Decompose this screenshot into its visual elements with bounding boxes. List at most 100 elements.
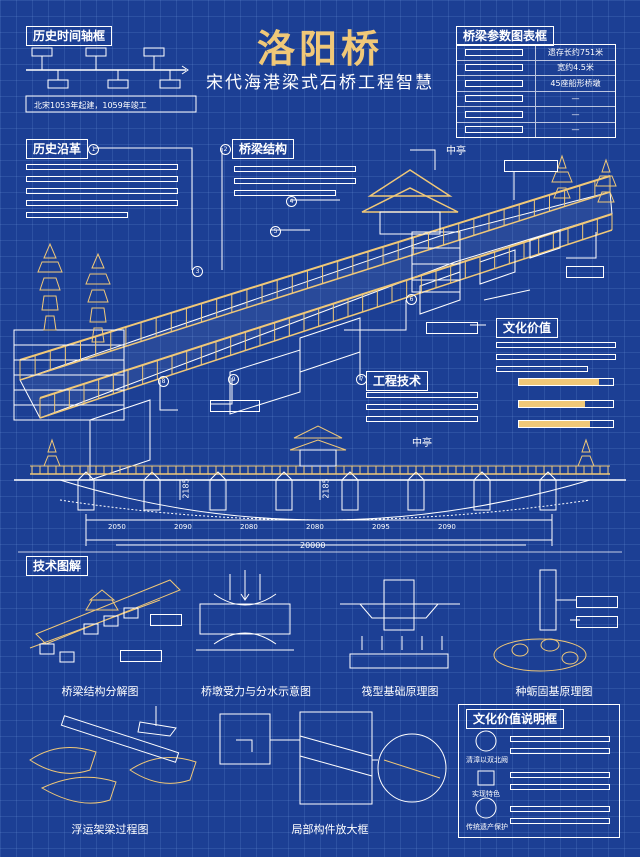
params-row: — — [457, 122, 615, 137]
engineering-line — [366, 404, 478, 410]
elevation-pier — [143, 479, 161, 511]
callout-number: 7 — [356, 374, 367, 385]
engineering-header: 工程技术 — [366, 371, 429, 391]
params-cell: 宽约4.5米 — [557, 63, 594, 73]
callout-number: 1 — [88, 144, 99, 155]
culture-detail-line — [510, 748, 610, 754]
callout-number: 4 — [286, 196, 297, 207]
timeline-note: 北宋1053年起建，1059年竣工 — [34, 101, 147, 110]
culture-item: 清漳以双北阙 — [466, 756, 508, 764]
structure-line — [234, 190, 336, 196]
elevation-pier — [341, 479, 359, 511]
pier-cutwater — [539, 471, 557, 481]
caption-oyster: 种蛎固基原理图 — [515, 685, 593, 698]
elevation-pier — [209, 479, 227, 511]
params-header: 桥梁参数图表框 — [456, 26, 555, 46]
engineering-line — [366, 392, 478, 398]
callout-box — [210, 400, 260, 412]
culture-detail-line — [510, 772, 610, 778]
params-row: — — [457, 91, 615, 107]
culture-item: 传统遗产保护 — [466, 823, 508, 831]
elevation-pier — [473, 479, 491, 511]
callout-number: 2 — [220, 144, 231, 155]
pier-height-label-2: 2185 — [321, 478, 331, 499]
span-dimension: 2080 — [306, 523, 324, 531]
elevation-pier — [275, 479, 293, 511]
page-subtitle: 宋代海港梁式石桥工程智慧 — [206, 73, 434, 93]
timeline-header: 历史时间轴框 — [26, 26, 113, 46]
history-line — [26, 176, 178, 182]
structure-line — [234, 178, 356, 184]
caption-raft: 筏型基础原理图 — [361, 685, 439, 698]
params-cell: 45座船形桥墩 — [550, 78, 601, 88]
culture-line — [496, 354, 616, 360]
page-title: 洛阳桥 — [256, 26, 383, 71]
structure-line — [234, 166, 356, 172]
history-line — [26, 188, 178, 194]
culture-line — [496, 366, 588, 372]
culture-detail-line — [510, 784, 610, 790]
callout-number: 3 — [192, 266, 203, 277]
callout-box — [576, 596, 618, 608]
params-row: 遗存长约751米 — [457, 45, 615, 61]
caption-detail: 局部构件放大框 — [291, 823, 369, 836]
elevation-pier — [407, 479, 425, 511]
span-dimension: 2050 — [108, 523, 126, 531]
pier-cutwater — [209, 471, 227, 481]
callout-box — [150, 614, 182, 626]
span-dimension: 2095 — [372, 523, 390, 531]
culture-bar — [518, 420, 614, 428]
params-row: 宽约4.5米 — [457, 60, 615, 76]
pier-cutwater — [473, 471, 491, 481]
culture-bar-fill — [519, 379, 599, 385]
elevation-pier — [77, 479, 95, 511]
callout-number: 5 — [270, 226, 281, 237]
span-dimension: 2090 — [438, 523, 456, 531]
structure-header: 桥梁结构 — [232, 139, 295, 159]
history-line — [26, 212, 128, 218]
pier-height-label: 2185 — [181, 478, 191, 499]
callout-box — [566, 266, 604, 278]
pier-cutwater — [341, 471, 359, 481]
caption-floating: 浮运架梁过程图 — [71, 823, 149, 836]
culture-line — [496, 342, 616, 348]
params-cell: — — [571, 94, 580, 104]
caption-exploded: 桥梁结构分解图 — [61, 685, 139, 698]
culture-detail-header: 文化价值说明框 — [466, 709, 565, 729]
params-table: 遗存长约751米 宽约4.5米 45座船形桥墩 — — — — [456, 44, 616, 138]
culture-detail-frame — [458, 704, 620, 838]
culture-bar-fill — [519, 401, 585, 407]
params-cell: — — [571, 109, 580, 119]
engineering-line — [366, 416, 478, 422]
pavilion-label-top: 中亭 — [446, 146, 466, 157]
culture-bar — [518, 400, 614, 408]
total-length-label: 20000 — [300, 541, 326, 550]
callout-box — [426, 322, 478, 334]
pavilion-label-mid: 中亭 — [412, 438, 432, 449]
culture-detail-line — [510, 806, 610, 812]
culture-item: 实现特色 — [472, 790, 500, 798]
params-row: 45座船形桥墩 — [457, 76, 615, 92]
callout-box — [504, 160, 558, 172]
culture-bar-fill — [519, 421, 590, 427]
span-dimension: 2080 — [240, 523, 258, 531]
callout-box — [120, 650, 162, 662]
culture-detail-line — [510, 818, 610, 824]
callout-number: 9 — [228, 374, 239, 385]
callout-box — [576, 616, 618, 628]
callout-number: 8 — [158, 376, 169, 387]
elevation-pier — [539, 479, 557, 511]
culture-bar — [518, 378, 614, 386]
tech-header: 技术图解 — [26, 556, 89, 576]
history-header: 历史沿革 — [26, 139, 89, 159]
callout-number: 6 — [406, 294, 417, 305]
history-line — [26, 164, 178, 170]
pier-cutwater — [77, 471, 95, 481]
history-line — [26, 200, 178, 206]
culture-header: 文化价值 — [496, 318, 559, 338]
span-dimension: 2090 — [174, 523, 192, 531]
pier-cutwater — [275, 471, 293, 481]
culture-detail-line — [510, 736, 610, 742]
